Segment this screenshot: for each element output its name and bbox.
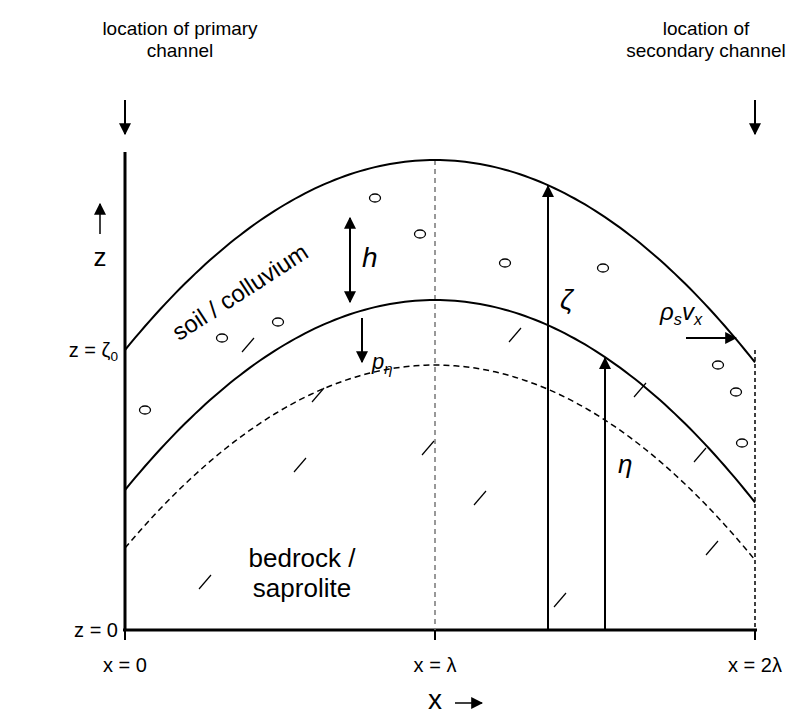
elevation-symbol: ζ: [560, 284, 573, 316]
z-axis-line: [124, 152, 127, 630]
bedrock-hatch: [509, 328, 521, 342]
pebble: [598, 264, 609, 272]
bedrock-hatch: [422, 441, 434, 455]
bedrock-hatch: [242, 338, 254, 352]
pebble: [370, 194, 381, 202]
channel-label: location of primary channel: [94, 18, 266, 62]
bedrock-hatch: [706, 541, 718, 555]
pebble: [737, 439, 748, 447]
pebble: [731, 388, 742, 396]
axis-tick: [434, 630, 436, 640]
channel-label: location of secondary channel: [618, 18, 794, 62]
pebble: [140, 406, 151, 414]
elevation-symbol: η: [618, 450, 632, 480]
bedrock-hatch: [199, 575, 211, 589]
flux-arrow: [686, 337, 736, 339]
channel-arrow: [124, 100, 126, 134]
bedrock-surface: [125, 300, 755, 502]
axis-value: x = 2λ: [728, 654, 782, 677]
pebble: [415, 230, 426, 238]
axis-label: z: [94, 243, 107, 273]
former-bedrock-surface: [125, 365, 755, 560]
bedrock-hatch: [694, 448, 706, 462]
z-direction-arrow: [99, 204, 101, 234]
production-arrow: [361, 318, 363, 362]
divide-line: [434, 160, 436, 630]
layer-label: soil / colluvium: [167, 238, 313, 346]
axis-tick: [754, 630, 756, 640]
pebble: [500, 259, 511, 267]
ground-surface: [125, 160, 755, 362]
pebble: [273, 318, 284, 326]
axis-value: x = λ: [414, 654, 457, 677]
elevation-label: z = ζ0: [69, 339, 118, 362]
bedrock-hatch: [312, 388, 324, 402]
axis-label: x: [428, 684, 442, 716]
bedrock-hatch: [634, 383, 646, 397]
pebble: [217, 334, 228, 342]
layer-label: bedrock / saprolite: [235, 544, 370, 604]
production-label: pη: [372, 349, 393, 374]
bedrock-hatch: [554, 593, 566, 607]
flux-label: ρsvx: [660, 298, 702, 326]
axis-tick: [124, 630, 126, 640]
bedrock-hatch: [474, 491, 486, 505]
bedrock-hatch: [294, 458, 306, 472]
thickness-arrow: [349, 218, 351, 302]
right-boundary: [754, 350, 756, 630]
axis-value: x = 0: [103, 654, 147, 677]
channel-arrow: [754, 100, 756, 134]
axis-value: z = 0: [74, 619, 118, 642]
bedrock-elevation-arrow: [604, 358, 606, 630]
pebble: [713, 361, 724, 369]
thickness-label: h: [362, 242, 378, 274]
x-direction-arrow: [455, 702, 482, 704]
elevation-arrow: [547, 186, 549, 630]
x-axis-line: [123, 629, 757, 632]
